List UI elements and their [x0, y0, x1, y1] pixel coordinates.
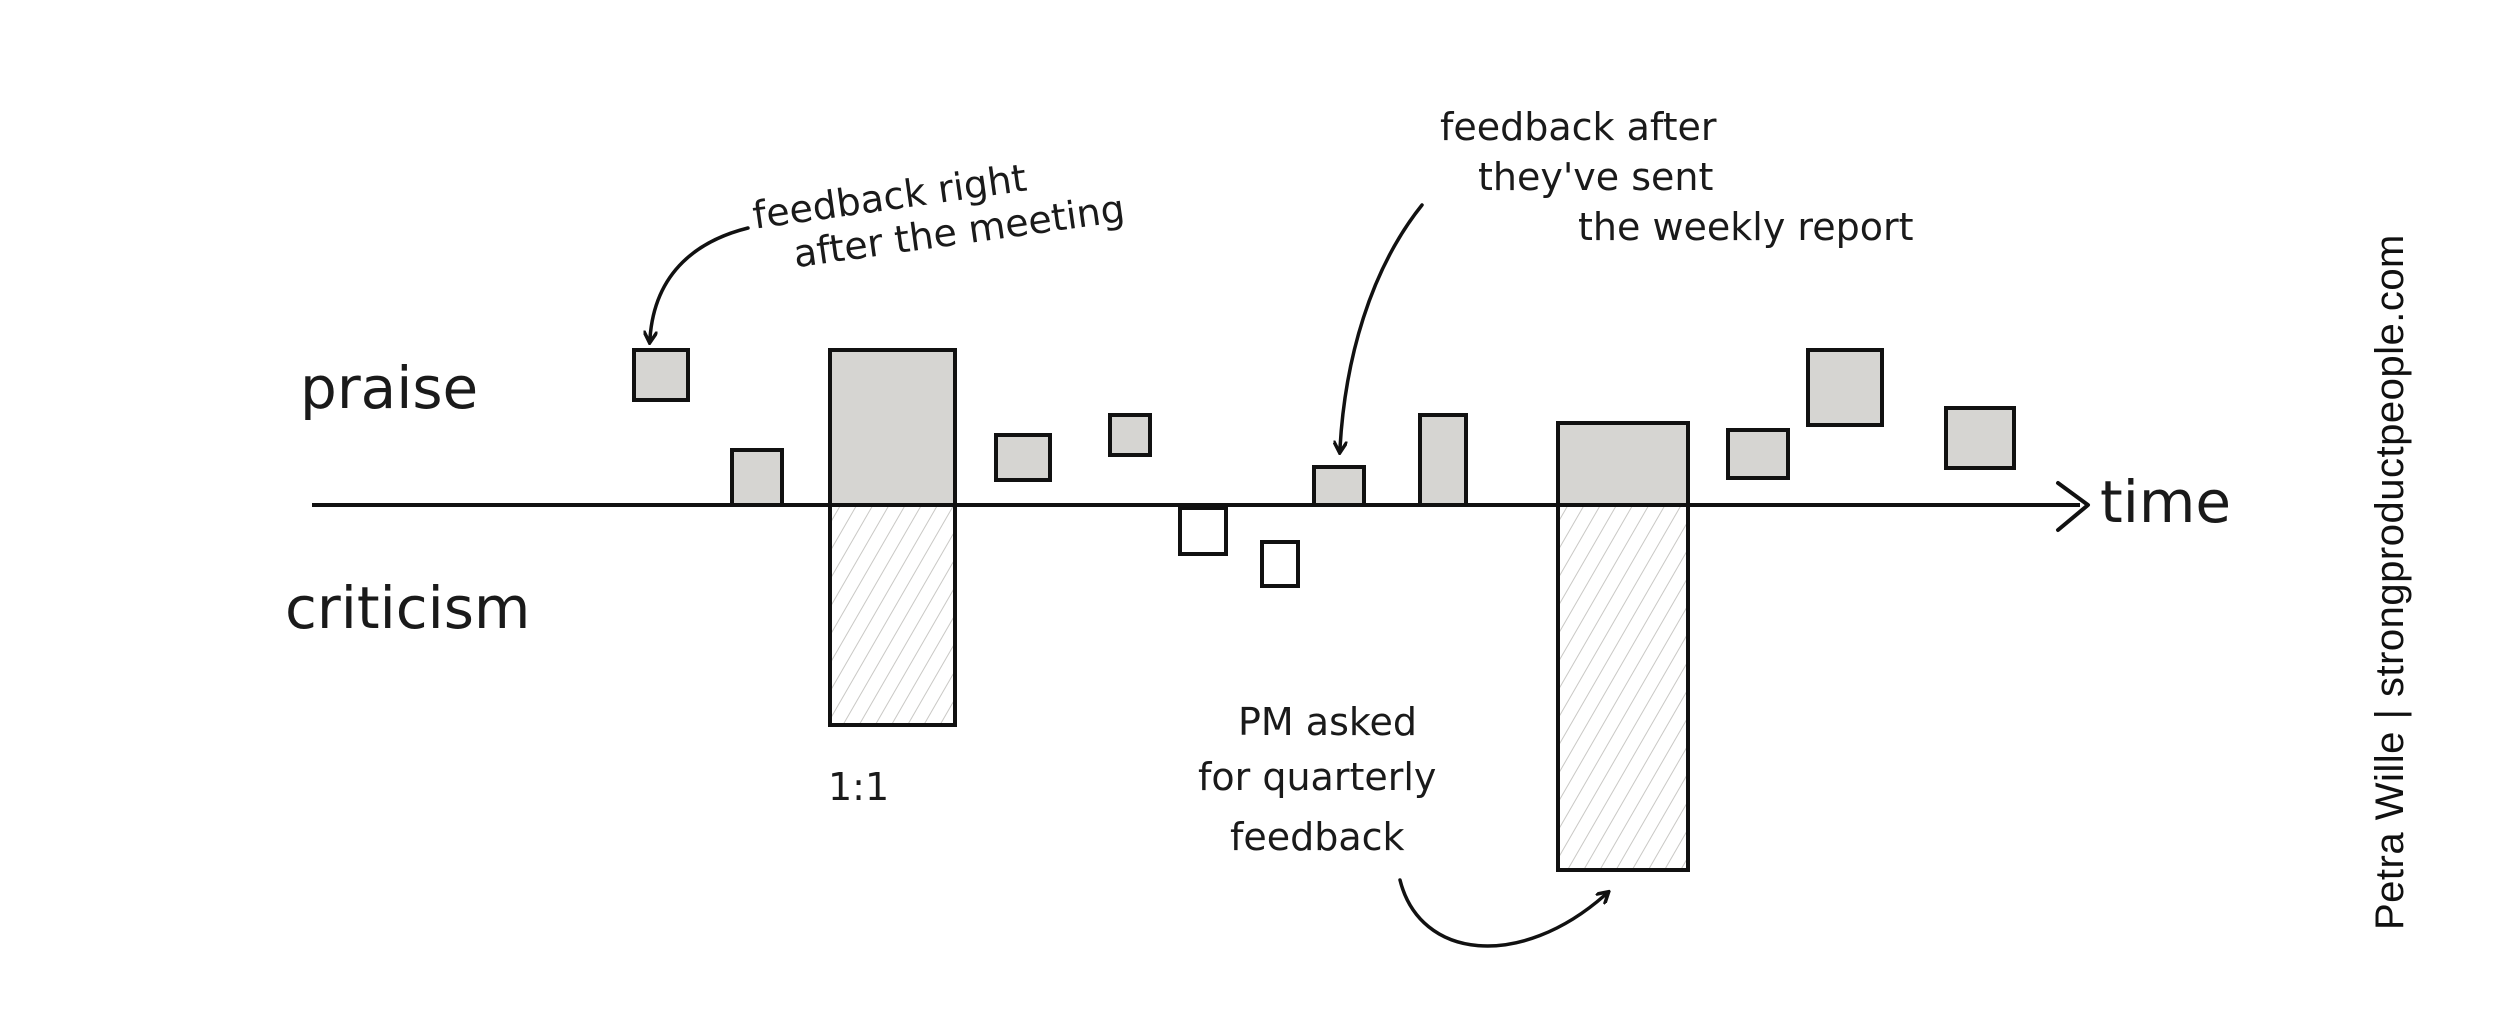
criticism-label: criticism: [285, 574, 530, 642]
praise-bar-4-outline: [994, 433, 1052, 482]
praise-label: praise: [300, 354, 478, 422]
credit-text: Petra Wille | strongproductpeople.com: [2368, 234, 2412, 930]
praise-bar-1-outline: [632, 348, 690, 402]
praise-bar-10-outline: [1806, 348, 1884, 427]
praise-bar-11-outline: [1944, 406, 2016, 470]
praise-bars: [632, 348, 2016, 507]
arrow-quarterly: [1398, 878, 1605, 948]
time-axis-arrowhead: [2056, 481, 2090, 532]
annotation-after-report: feedback after they've sent the weekly r…: [1440, 105, 1913, 249]
praise-bar-1: [634, 350, 688, 400]
praise-bar-9-outline: [1726, 428, 1790, 480]
annotation-after-report-line-1: feedback after: [1440, 105, 1717, 149]
arrow-after-meeting: [650, 226, 750, 338]
praise-bar-3: [830, 350, 955, 505]
criticism-bar-1: [830, 505, 955, 725]
criticism-bar-3: [1260, 540, 1300, 588]
annotation-quarterly-line-2: for quarterly: [1198, 755, 1436, 799]
praise-bar-5-outline: [1108, 413, 1152, 457]
annotation-quarterly-line-3: feedback: [1230, 815, 1405, 859]
arrow-after-report: [1340, 203, 1424, 448]
criticism-bar-2: [1178, 506, 1228, 556]
time-label: time: [2100, 468, 2231, 536]
one-on-one-label: 1:1: [828, 765, 889, 809]
praise-bar-2: [732, 450, 782, 505]
annotation-after-meeting: feedback right after the meeting: [750, 156, 1128, 277]
criticism-bars: [828, 503, 1690, 872]
criticism-bar-4: [1558, 505, 1688, 870]
praise-bar-9: [1728, 430, 1788, 478]
praise-bar-11: [1946, 408, 2014, 468]
praise-bar-6: [1314, 467, 1364, 505]
annotation-after-report-line-3: the weekly report: [1578, 205, 1913, 249]
annotation-quarterly: PM asked for quarterly feedback: [1198, 700, 1436, 859]
praise-bar-5: [1110, 415, 1150, 455]
praise-bar-4: [996, 435, 1050, 480]
praise-bar-7: [1420, 415, 1466, 505]
praise-bar-10: [1808, 350, 1882, 425]
annotation-after-report-line-2: they've sent: [1478, 155, 1713, 199]
annotation-quarterly-line-1: PM asked: [1238, 700, 1417, 744]
praise-bar-8: [1558, 423, 1688, 505]
